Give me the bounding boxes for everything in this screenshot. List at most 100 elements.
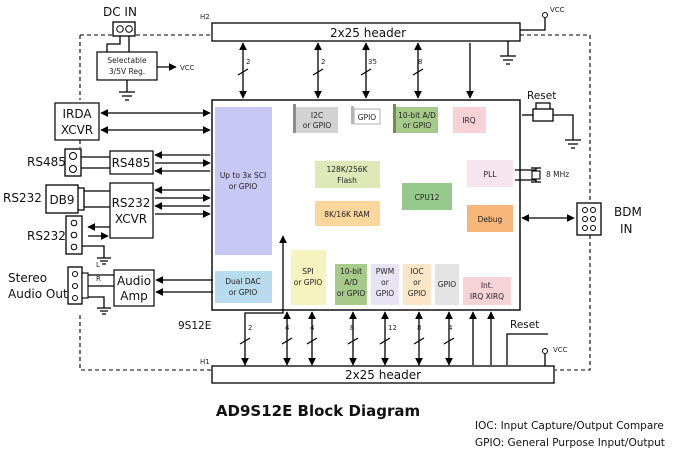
ioc-line-3: GPIO — [408, 289, 427, 298]
rs485-connector[interactable] — [64, 148, 82, 177]
irq-block — [453, 107, 486, 133]
chip-label: 9S12E — [178, 320, 211, 332]
rs485-box-label: RS485 — [112, 156, 151, 170]
flash-line-1: 128K/256K — [327, 165, 369, 174]
irda-line-2: XCVR — [61, 123, 93, 137]
vcc-top-label: VCC — [550, 6, 565, 14]
crystal-icon — [515, 167, 541, 183]
sci-line-2: or GPIO — [229, 182, 258, 191]
vcc-bottom-label: VCC — [553, 346, 568, 354]
ioc-line-1: IOC — [410, 267, 423, 276]
adc-bottom-line-1: 10-bit — [340, 267, 362, 276]
rs232-db9-label: RS232 — [3, 191, 42, 205]
bottom-bus-width-5: 12 — [388, 324, 397, 332]
reset-bottom-label: Reset — [510, 319, 539, 331]
int-block — [463, 277, 511, 305]
spi-line-2: or GPIO — [294, 278, 323, 287]
bottom-buses: 2 4 4 8 12 8 4 Reset — [239, 235, 548, 366]
pll-block — [467, 160, 513, 187]
gpio-bottom-block — [435, 264, 459, 305]
power-section: DC IN Selectable 3/5V Reg. VCC — [96, 5, 195, 101]
ground-icon — [565, 139, 581, 149]
adc-bottom-block — [335, 264, 367, 305]
diagram-title: AD9S12E Block Diagram — [216, 402, 420, 420]
dac-line-2: or GPIO — [229, 288, 258, 297]
debug-block — [467, 205, 513, 232]
i2c-line-2: or GPIO — [303, 121, 332, 130]
top-header: H2 2x25 header VCC — [200, 6, 565, 65]
vcc-regulator-label: VCC — [180, 64, 195, 72]
top-header-bar — [211, 22, 521, 42]
chip: 9S12E Up to 3x SCI or GPIO I2C or GPIO G… — [178, 99, 521, 332]
bottom-bus-width-4: 8 — [350, 324, 354, 332]
i2c-block — [296, 107, 338, 133]
rs232-xcvr-box — [109, 182, 154, 239]
left-side: IRDA XCVR RS485 RS485 RS232 DB9 RS232 XC… — [3, 102, 213, 315]
pwm-block — [371, 264, 399, 305]
audio-out-line-1: Stereo — [8, 271, 47, 285]
audio-amp-line-2: Amp — [120, 289, 148, 303]
bottom-bus-width-6: 8 — [417, 324, 421, 332]
rs485-box — [109, 150, 154, 175]
rs232-xcvr-line-2: XCVR — [115, 212, 147, 226]
bottom-bus-width-3: 4 — [310, 324, 315, 332]
gpio-bottom-label: GPIO — [438, 280, 457, 289]
rs232-header-label: RS232 — [27, 229, 66, 243]
cpu-block — [402, 183, 452, 210]
bdm-line-2: IN — [620, 222, 633, 236]
ground-icon — [97, 257, 111, 265]
top-bus-width-4: 8 — [418, 58, 422, 66]
top-bus-width-3: 35 — [368, 58, 377, 66]
bdm-connector[interactable] — [576, 202, 602, 236]
bottom-bus-width-2: 4 — [285, 324, 290, 332]
db9-connector[interactable] — [45, 184, 79, 214]
irda-line-1: IRDA — [62, 107, 92, 121]
reset-top-label: Reset — [527, 90, 556, 102]
regulator-line-1: Selectable — [107, 56, 147, 65]
pwm-line-3: GPIO — [376, 289, 395, 298]
connector-pin — [125, 25, 133, 33]
audio-amp-line-1: Audio — [117, 274, 151, 288]
db9-label: DB9 — [49, 193, 74, 207]
ground-icon — [500, 41, 516, 65]
ground-icon — [97, 307, 111, 315]
ground-icon — [119, 80, 135, 101]
note-gpio: GPIO: General Purpose Input/Output — [475, 437, 665, 449]
ioc-block — [403, 264, 431, 305]
sci-line-1: Up to 3x SCI — [220, 171, 266, 180]
bottom-header-id: H1 — [200, 358, 210, 366]
note-ioc: IOC: Input Capture/Output Compare — [475, 420, 664, 432]
spi-block — [291, 250, 326, 305]
top-header-label: 2x25 header — [330, 26, 406, 40]
int-line-2: IRQ XIRQ — [470, 292, 504, 301]
int-line-1: Int. — [481, 281, 493, 290]
top-header-id: H2 — [200, 13, 210, 21]
audio-l-label: L — [96, 261, 100, 269]
board-outline — [79, 34, 591, 371]
adc-top-block — [396, 107, 438, 133]
right-side: Reset 8 MHz BDM IN — [515, 90, 642, 236]
bottom-header-bar — [211, 365, 555, 384]
flash-line-2: Flash — [337, 176, 357, 185]
bottom-bus-width-1: 2 — [248, 324, 252, 332]
rs485-label: RS485 — [27, 155, 66, 169]
top-bus-width-1: 2 — [246, 58, 250, 66]
reset-button[interactable] — [532, 108, 554, 122]
irq-label: IRQ — [462, 116, 475, 125]
ram-block — [315, 201, 380, 226]
dc-in-label: DC IN — [103, 5, 137, 19]
regulator-line-2: 3/5V Reg. — [109, 67, 145, 76]
cpu-label: CPU12 — [415, 193, 440, 202]
sci-block — [215, 107, 272, 255]
dac-line-1: Dual DAC — [225, 277, 260, 286]
adc-top-line-2: or GPIO — [403, 121, 432, 130]
debug-label: Debug — [478, 215, 503, 224]
rs232-xcvr-line-1: RS232 — [112, 196, 151, 210]
i2c-line-1: I2C — [311, 111, 323, 120]
pwm-line-2: or — [381, 278, 390, 287]
ram-label: 8K/16K RAM — [324, 210, 370, 219]
bottom-header-label: 2x25 header — [345, 368, 421, 382]
connector-pin — [116, 25, 124, 33]
dac-block — [215, 271, 272, 303]
